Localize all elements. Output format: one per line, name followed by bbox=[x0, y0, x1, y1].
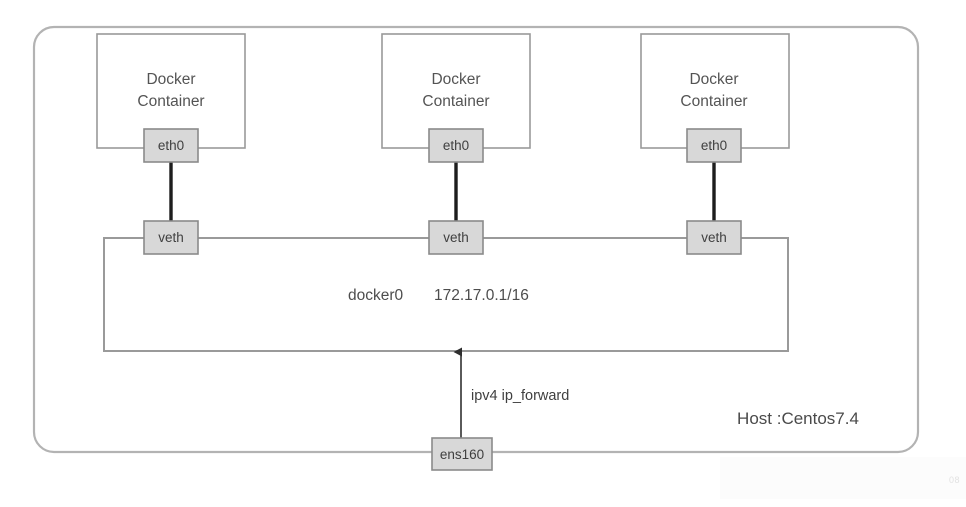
veth-label-1: veth bbox=[158, 230, 184, 245]
container-title-line1-1: Docker bbox=[146, 71, 195, 88]
container-title-line2-2: Container bbox=[422, 93, 489, 110]
eth0-box-2 bbox=[428, 128, 484, 163]
veth-label-3: veth bbox=[701, 230, 727, 245]
container-title-line1-3: Docker bbox=[689, 71, 738, 88]
watermark-band bbox=[720, 457, 966, 499]
eth0-box-3 bbox=[686, 128, 742, 163]
container-title-line2-3: Container bbox=[680, 93, 747, 110]
veth-label-2: veth bbox=[443, 230, 469, 245]
eth0-label-1: eth0 bbox=[158, 138, 184, 153]
veth-box-1 bbox=[143, 220, 199, 255]
ip-forward-label: ipv4 ip_forward bbox=[471, 388, 569, 404]
docker0-name-label: docker0 bbox=[348, 287, 404, 304]
ens160-box bbox=[431, 437, 493, 471]
ens160-label: ens160 bbox=[440, 447, 484, 462]
veth-box-2 bbox=[428, 220, 484, 255]
eth0-box-1 bbox=[143, 128, 199, 163]
container-title-line1-2: Docker bbox=[431, 71, 480, 88]
docker0-bridge-box bbox=[103, 237, 789, 352]
watermark-text: 08 bbox=[948, 475, 960, 485]
eth0-label-3: eth0 bbox=[701, 138, 727, 153]
container-title-line2-1: Container bbox=[137, 93, 204, 110]
veth-box-3 bbox=[686, 220, 742, 255]
host-os-label: Host :Centos7.4 bbox=[737, 409, 859, 428]
docker0-address-label: 172.17.0.1/16 bbox=[434, 287, 529, 304]
eth0-label-2: eth0 bbox=[443, 138, 469, 153]
